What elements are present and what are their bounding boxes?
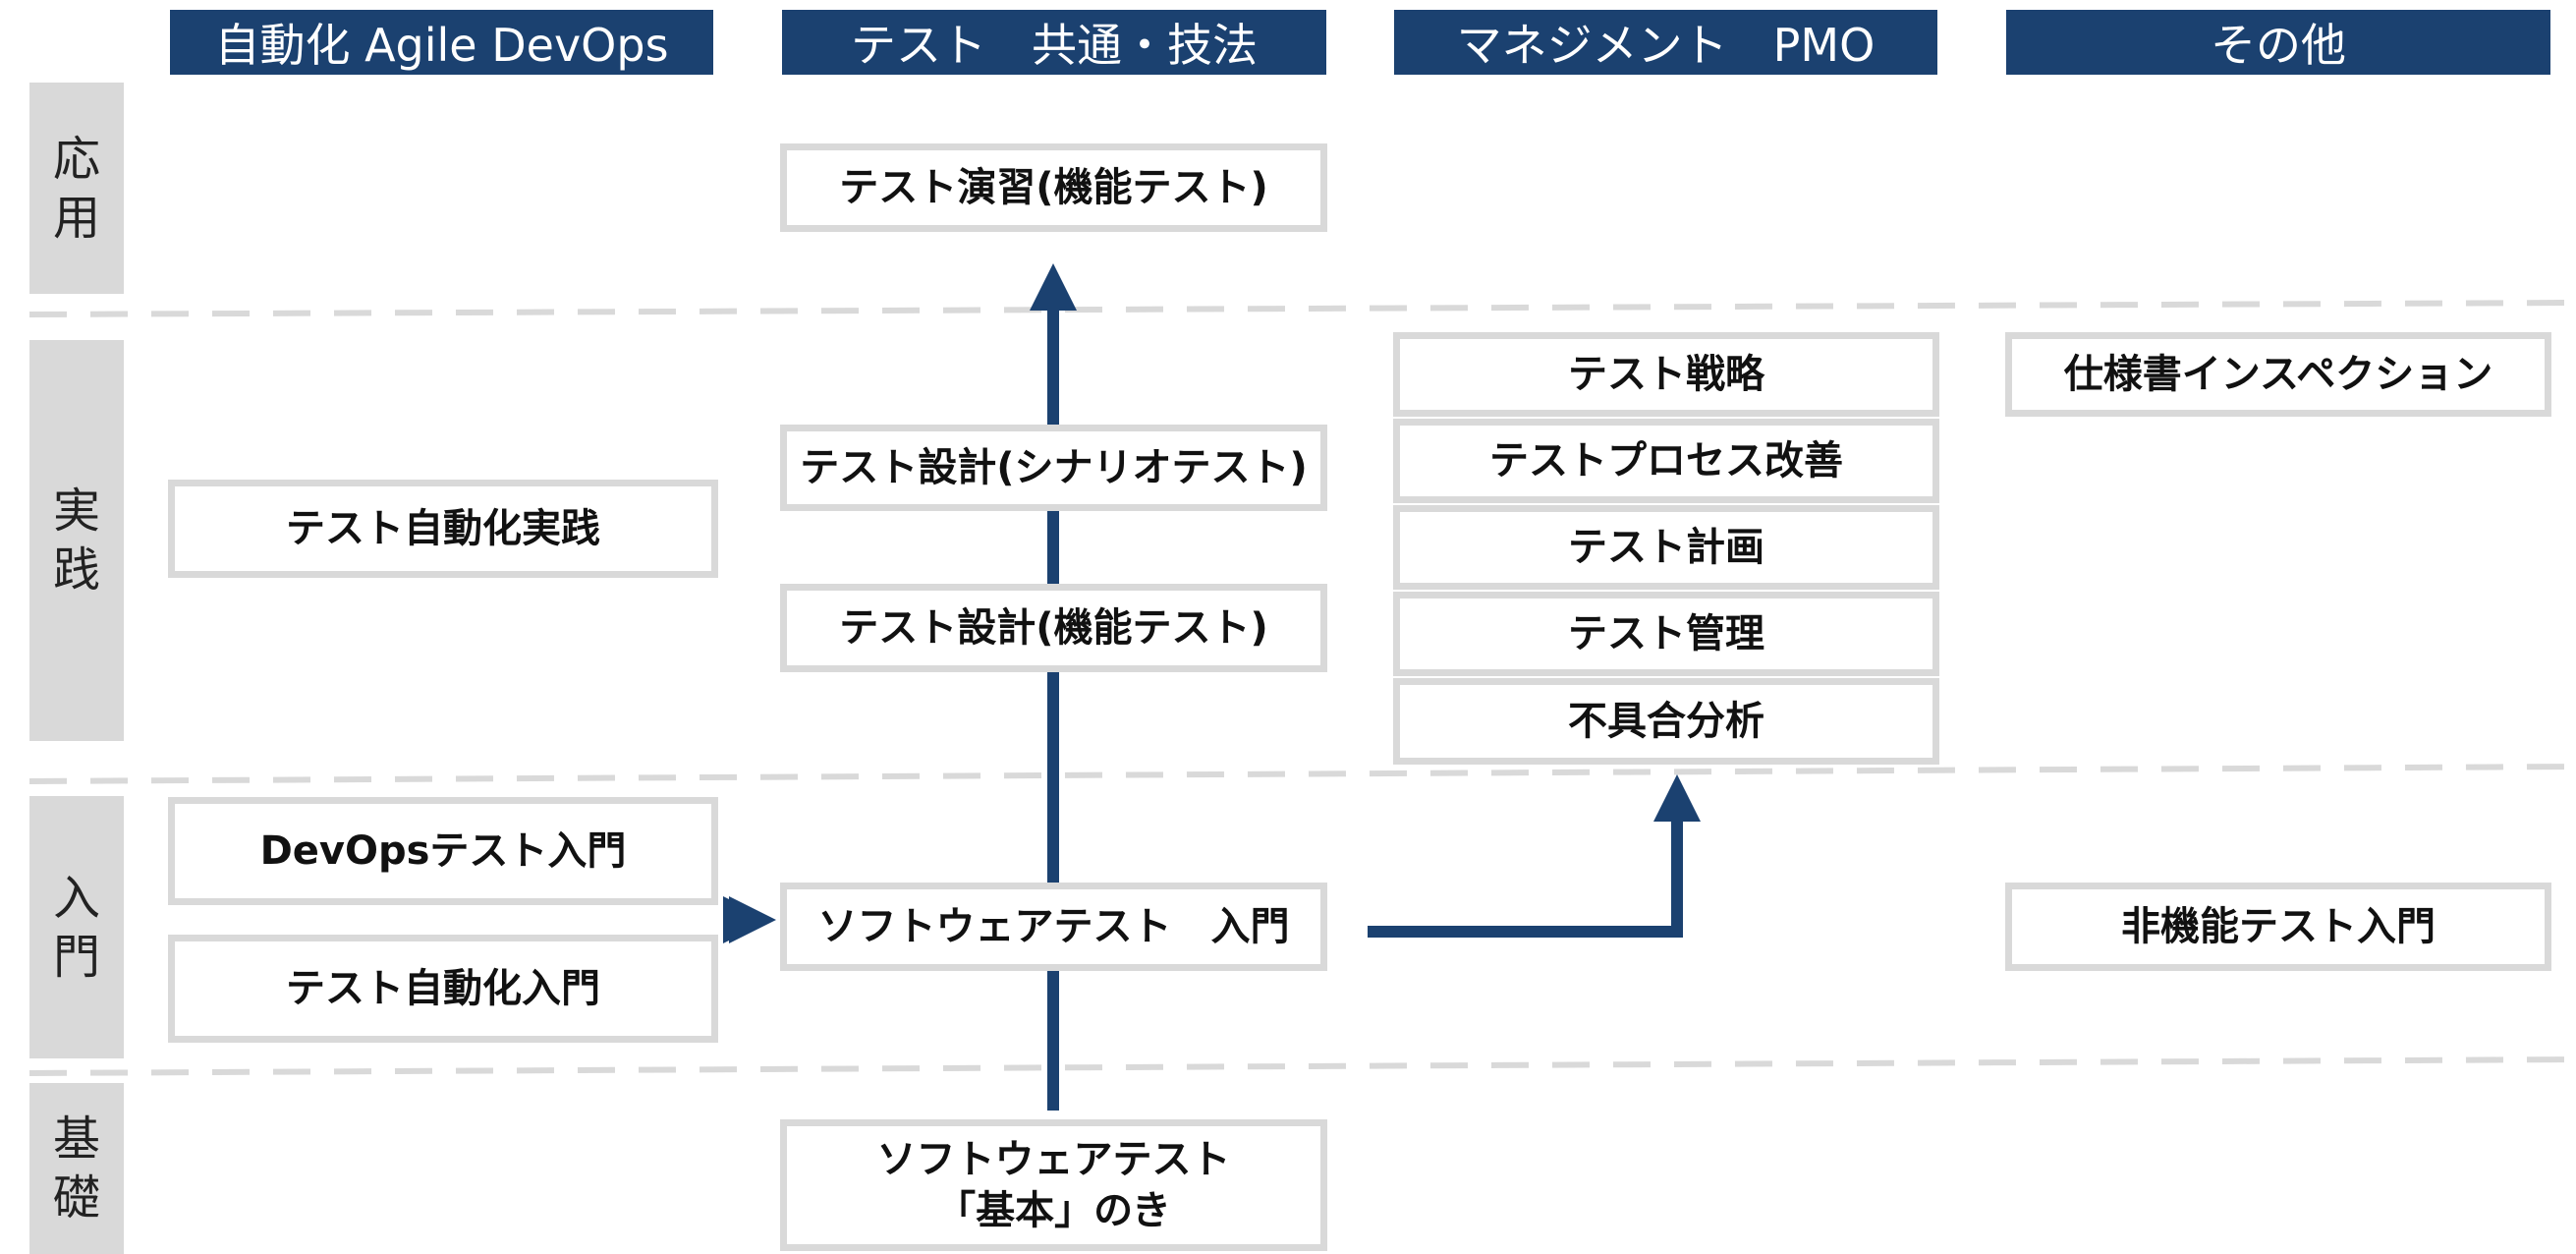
course-test-planning-label: テスト計画 — [1568, 525, 1764, 570]
course-test-exercise[interactable]: テスト演習(機能テスト) — [780, 143, 1327, 232]
row-label-advanced: 応用 — [29, 83, 124, 294]
course-spec-inspection[interactable]: 仕様書インスペクション — [2005, 332, 2551, 417]
arrows — [723, 263, 1701, 1111]
course-process-improvement[interactable]: テストプロセス改善 — [1393, 419, 1939, 503]
course-defect-analysis-label: 不具合分析 — [1568, 699, 1764, 744]
course-automation-practice[interactable]: テスト自動化実践 — [168, 480, 718, 578]
row-label-advanced-text: 応用 — [53, 131, 101, 246]
course-defect-analysis[interactable]: 不具合分析 — [1393, 678, 1939, 765]
course-software-test-basics-label: ソフトウェアテスト 「基本」のき — [876, 1137, 1231, 1233]
column-header-other: その他 — [2006, 10, 2550, 75]
row-label-practice: 実践 — [29, 340, 124, 741]
course-scenario-design-label: テスト設計(シナリオテスト) — [800, 445, 1308, 490]
divider-intro-basic — [28, 1056, 2576, 1076]
course-automation-intro[interactable]: テスト自動化入門 — [168, 935, 718, 1043]
course-nonfunctional-intro[interactable]: 非機能テスト入門 — [2005, 883, 2551, 971]
column-header-test-common: テスト 共通・技法 — [782, 10, 1326, 75]
course-automation-intro-label: テスト自動化入門 — [286, 966, 600, 1011]
course-functional-design[interactable]: テスト設計(機能テスト) — [780, 584, 1327, 672]
course-spec-inspection-label: 仕様書インスペクション — [2063, 352, 2493, 397]
row-label-basic-text: 基礎 — [53, 1112, 101, 1226]
course-devops-intro-label: DevOpsテスト入門 — [259, 828, 627, 874]
course-test-management-label: テスト管理 — [1568, 611, 1764, 656]
arrow-to-management — [1368, 774, 1701, 938]
column-header-management: マネジメント PMO — [1394, 10, 1937, 75]
column-header-automation: 自動化 Agile DevOps — [170, 10, 713, 75]
course-intro-software-test-label: ソフトウェアテスト 入門 — [817, 904, 1290, 949]
course-test-strategy[interactable]: テスト戦略 — [1393, 332, 1939, 417]
course-test-management[interactable]: テスト管理 — [1393, 592, 1939, 676]
course-functional-design-label: テスト設計(機能テスト) — [839, 605, 1268, 651]
course-intro-software-test[interactable]: ソフトウェアテスト 入門 — [780, 883, 1327, 971]
divider-advanced-practice — [28, 300, 2576, 317]
divider-practice-intro — [28, 764, 2576, 784]
course-test-planning[interactable]: テスト計画 — [1393, 505, 1939, 590]
row-label-basic: 基礎 — [29, 1083, 124, 1254]
course-test-exercise-label: テスト演習(機能テスト) — [839, 165, 1268, 210]
row-label-intro-text: 入門 — [53, 870, 101, 985]
course-process-improvement-label: テストプロセス改善 — [1489, 438, 1843, 484]
course-automation-practice-label: テスト自動化実践 — [286, 506, 600, 551]
course-devops-intro[interactable]: DevOpsテスト入門 — [168, 797, 718, 905]
row-label-intro: 入門 — [29, 796, 124, 1058]
course-nonfunctional-intro-label: 非機能テスト入門 — [2121, 904, 2436, 949]
course-scenario-design[interactable]: テスト設計(シナリオテスト) — [780, 425, 1327, 511]
row-label-practice-text: 実践 — [53, 484, 101, 598]
course-test-strategy-label: テスト戦略 — [1568, 352, 1764, 397]
course-software-test-basics[interactable]: ソフトウェアテスト 「基本」のき — [780, 1119, 1327, 1251]
